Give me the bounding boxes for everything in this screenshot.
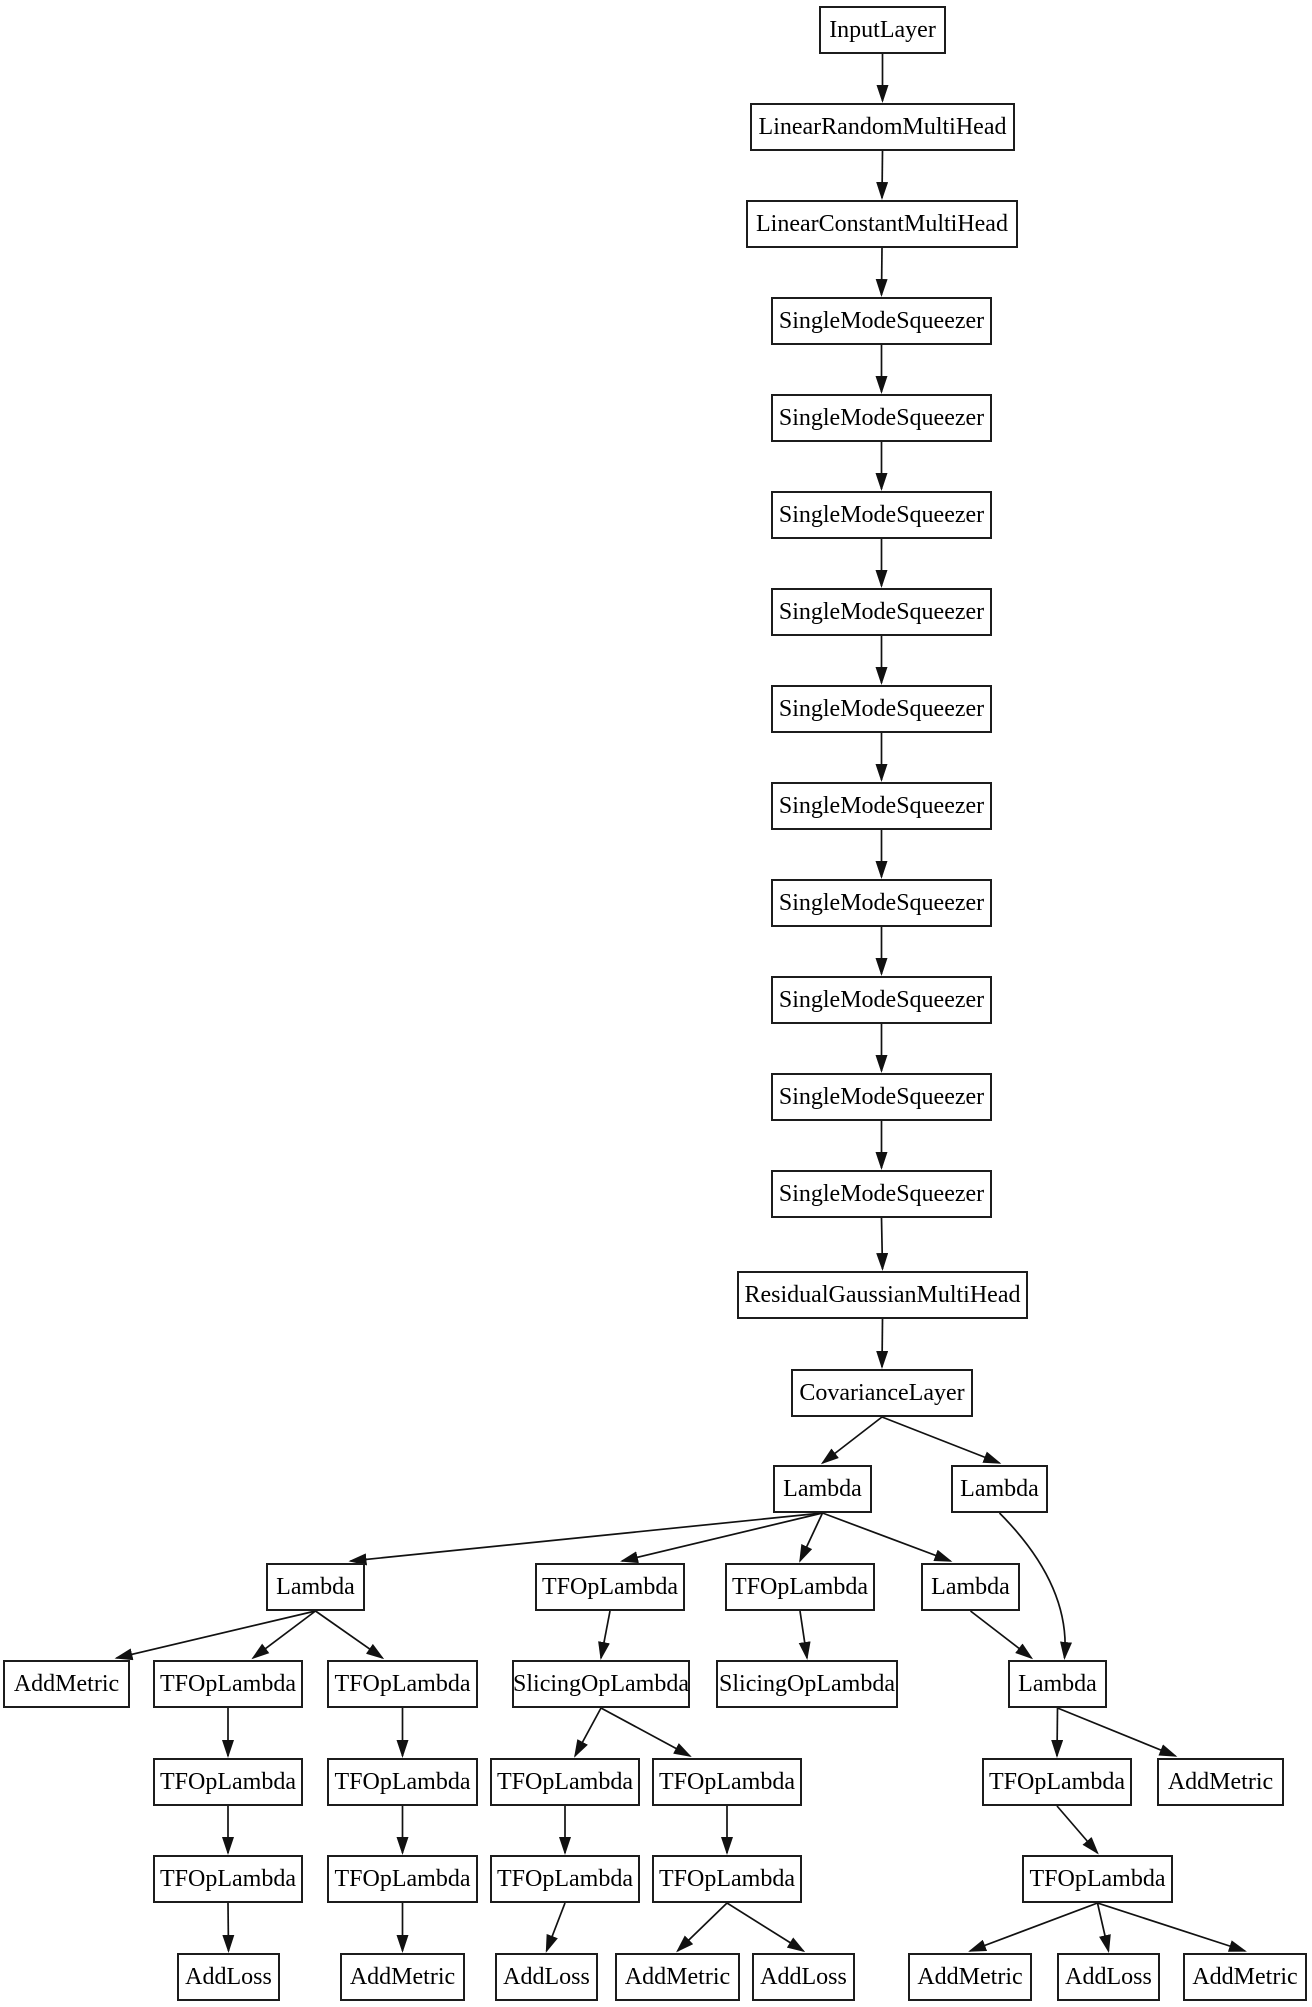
graph-node-tfoplambda: TFOpLambda [652,1758,802,1806]
edge-n14-n15 [876,1318,889,1369]
graph-node-singlemodesqueezer: SingleModeSqueezer [771,1073,992,1121]
graph-node-tfoplambda: TFOpLambda [725,1563,875,1611]
graph-node-lambda: Lambda [266,1563,365,1611]
graph-node-tfoplambda: TFOpLambda [327,1758,478,1806]
edge-n16-n20 [799,1512,824,1563]
edge-n15-n16 [820,1416,883,1465]
edge-n18-n24 [315,1610,385,1660]
edge-n27-n32 [1051,1707,1064,1758]
edge-n13-n14 [876,1217,889,1271]
edge-n18-n23 [251,1610,317,1660]
graph-node-tfoplambda: TFOpLambda [535,1563,685,1611]
edge-n27-n33 [1057,1707,1178,1757]
edge-n2-n3 [876,150,889,200]
graph-node-addloss: AddLoss [495,1953,598,2001]
graph-node-tfoplambda: TFOpLambda [982,1758,1132,1806]
graph-node-singlemodesqueezer: SingleModeSqueezer [771,1170,992,1218]
graph-node-singlemodesqueezer: SingleModeSqueezer [771,976,992,1024]
edge-n32-n38 [1056,1805,1099,1855]
graph-node-singlemodesqueezer: SingleModeSqueezer [771,491,992,539]
graph-node-tfoplambda: TFOpLambda [490,1758,640,1806]
edge-n38-n45 [1096,1902,1111,1953]
graph-node-inputlayer: InputLayer [819,6,946,54]
graph-node-addmetric: AddMetric [615,1953,740,2001]
graph-node-singlemodesqueezer: SingleModeSqueezer [771,879,992,927]
graph-node-slicingoplambda: SlicingOpLambda [716,1660,898,1708]
graph-node-singlemodesqueezer: SingleModeSqueezer [771,588,992,636]
graph-node-lambda: Lambda [951,1465,1048,1513]
edge-n37-n43 [726,1902,806,1953]
graph-node-addloss: AddLoss [752,1953,855,2001]
edge-n25-n31 [600,1707,692,1757]
edge-n16-n19 [620,1512,823,1564]
graph-node-singlemodesqueezer: SingleModeSqueezer [771,297,992,345]
edge-n21-n27 [969,1610,1034,1660]
graph-node-residualgaussianmultihead: ResidualGaussianMultiHead [737,1271,1028,1319]
edge-n17-n27 [998,1512,1073,1660]
graph-node-lambda: Lambda [1008,1660,1107,1708]
graph-node-addmetric: AddMetric [3,1660,130,1708]
edge-n18-n22 [114,1610,316,1661]
graph-node-tfoplambda: TFOpLambda [652,1855,802,1903]
graph-node-tfoplambda: TFOpLambda [153,1758,303,1806]
graph-node-tfoplambda: TFOpLambda [327,1855,478,1903]
edge-n25-n30 [574,1707,602,1758]
edge-n34-n39 [222,1902,235,1953]
edge-n36-n41 [545,1902,566,1953]
graph-node-lambda: Lambda [921,1563,1020,1611]
edge-n16-n18 [348,1512,823,1566]
graph-node-tfoplambda: TFOpLambda [153,1660,303,1708]
graph-node-addmetric: AddMetric [340,1953,465,2001]
graph-node-addmetric: AddMetric [1183,1953,1307,2001]
graph-node-tfoplambda: TFOpLambda [1022,1855,1173,1903]
graph-node-linearrandommultihead: LinearRandomMultiHead [750,103,1015,151]
edge-n38-n44 [968,1902,1098,1952]
graph-node-singlemodesqueezer: SingleModeSqueezer [771,782,992,830]
graph-node-addmetric: AddMetric [1157,1758,1284,1806]
edge-n19-n25 [598,1610,611,1660]
graph-node-singlemodesqueezer: SingleModeSqueezer [771,685,992,733]
edge-n15-n17 [881,1416,1002,1464]
edge-n3-n4 [875,247,888,297]
graph-node-linearconstantmultihead: LinearConstantMultiHead [746,200,1018,248]
graph-node-addmetric: AddMetric [908,1953,1032,2001]
edge-n38-n46 [1097,1902,1247,1952]
graph-node-covariancelayer: CovarianceLayer [791,1369,973,1417]
graph-node-tfoplambda: TFOpLambda [327,1660,478,1708]
graph-node-lambda: Lambda [773,1465,872,1513]
graph-node-addloss: AddLoss [1057,1953,1160,2001]
graph-node-slicingoplambda: SlicingOpLambda [512,1660,690,1708]
graph-node-singlemodesqueezer: SingleModeSqueezer [771,394,992,442]
edge-n16-n21 [822,1512,953,1562]
graph-node-tfoplambda: TFOpLambda [153,1855,303,1903]
graph-node-addloss: AddLoss [177,1953,280,2001]
edge-n37-n42 [676,1902,728,1953]
graph-node-tfoplambda: TFOpLambda [490,1855,640,1903]
edge-n20-n26 [798,1610,811,1660]
